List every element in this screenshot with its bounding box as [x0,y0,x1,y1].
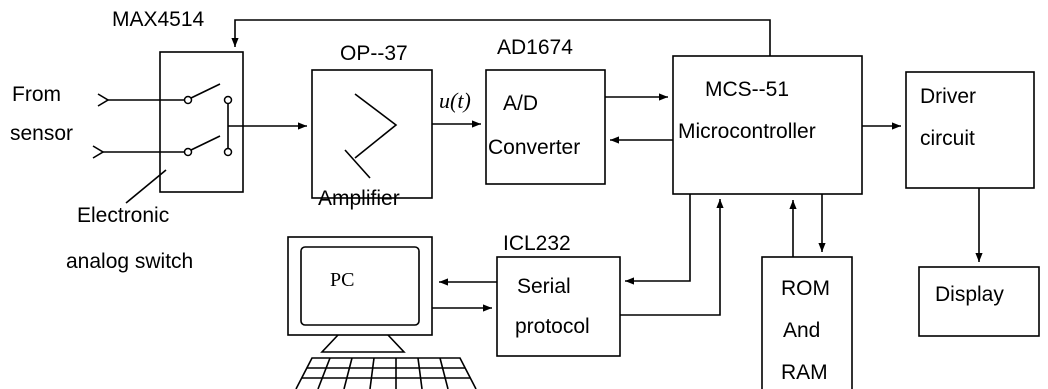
driver-circuit-block [905,71,1035,189]
pc-stand [320,334,406,353]
mcs51-label: MCS--51 [705,78,789,101]
ut-label: u(t) [439,88,471,113]
pc-computer [287,236,477,389]
mcu-to-serial-arrow [625,194,691,285]
amplifier-symbol [354,93,398,159]
max4514-label: MAX4514 [112,8,205,31]
display-block [918,266,1040,337]
pc-keyboard [295,357,477,389]
serial-label: Serial [517,275,571,298]
analog-switch-block [159,51,244,193]
ram-label: RAM [781,361,828,384]
converter-label: Converter [488,136,580,159]
microcontroller-label: Microcontroller [678,120,816,143]
pc-label: PC [330,269,354,291]
ad1674-label: AD1674 [497,36,573,59]
amplifier-leader-line [344,149,371,179]
circuit-label: circuit [920,127,975,150]
mcu-to-switch-control-arrow [231,19,771,56]
analog-switch-label: analog switch [66,250,193,273]
protocol-label: protocol [515,315,590,338]
and-label: And [783,319,820,342]
switch-leader-line [125,169,167,204]
op37-label: OP--37 [340,42,408,65]
ad-converter-block [485,69,606,185]
serial-to-mcu-arrow [620,199,724,316]
sensor-input-1-symbol [97,93,110,107]
display-label: Display [935,283,1004,306]
icl232-label: ICL232 [503,232,571,255]
serial-protocol-block [496,256,621,357]
electronic-label: Electronic [77,204,169,227]
rom-ram-block [761,256,853,389]
microcontroller-block [672,55,863,195]
amplifier-block [311,69,433,199]
amplifier-label: Amplifier [318,187,400,210]
rom-label: ROM [781,277,830,300]
sensor-input-2-symbol [92,145,105,159]
sensor-label: sensor [10,122,73,145]
pc-screen [300,246,420,326]
ad-label: A/D [503,92,538,115]
from-label: From [12,83,61,106]
driver-label: Driver [920,85,976,108]
